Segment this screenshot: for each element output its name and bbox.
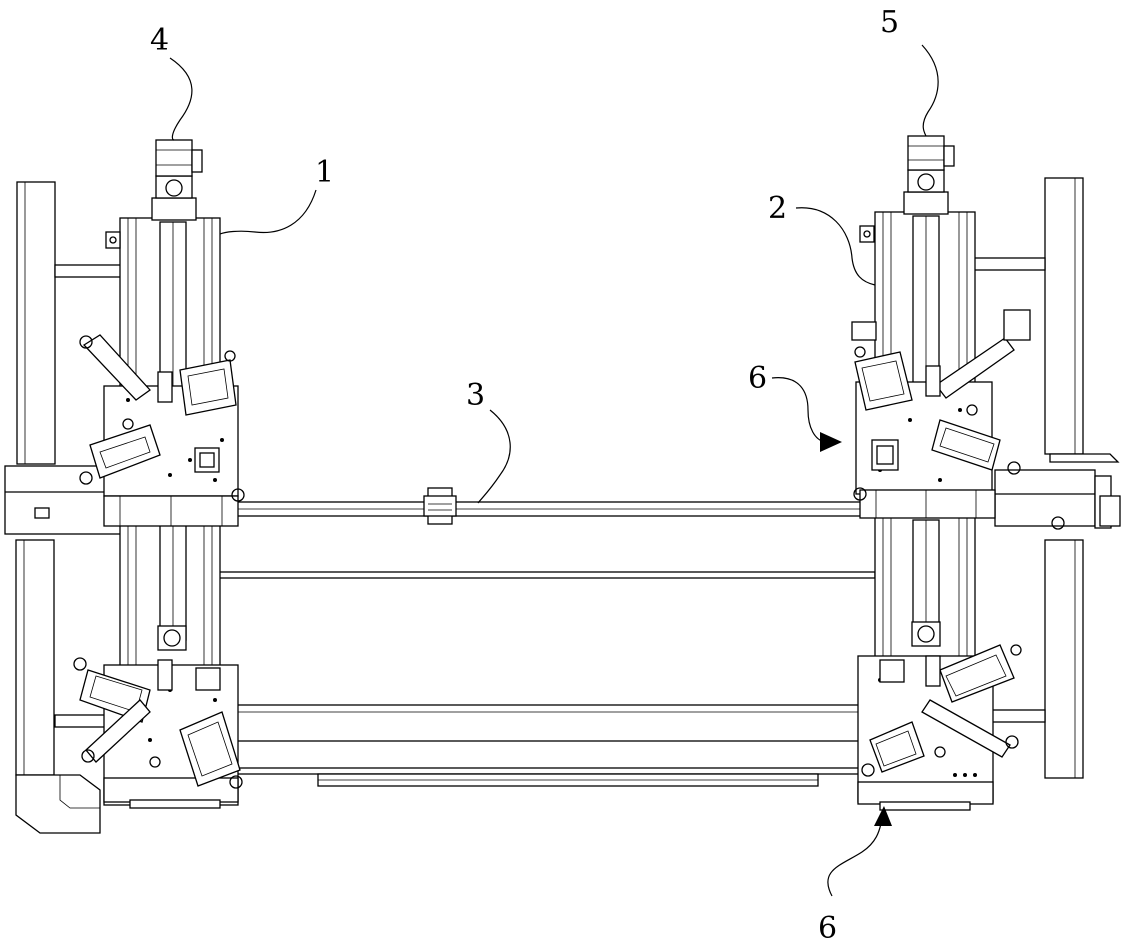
label-5: 5: [880, 5, 899, 40]
label-1: 1: [315, 155, 334, 190]
leader-2: [795, 207, 876, 286]
leader-1: [219, 189, 317, 235]
leader-3: [477, 409, 511, 504]
right-outer-legs: [971, 177, 1121, 779]
arrow-6b: [874, 806, 892, 826]
leader-6a: [771, 377, 826, 443]
right-lower-head: [857, 644, 1022, 811]
right-upper-head: [853, 309, 1031, 519]
leader-lines: [169, 44, 939, 897]
leader-6b: [827, 819, 883, 897]
label-2: 2: [768, 191, 787, 226]
label-3: 3: [466, 378, 485, 413]
label-6b: 6: [818, 911, 837, 946]
label-4: 4: [150, 23, 169, 58]
arrow-6a: [820, 432, 842, 452]
rail-clamp: [423, 487, 457, 525]
label-6a: 6: [748, 361, 767, 396]
left-upper-head: [79, 334, 245, 527]
center-rails: [214, 501, 876, 787]
left-lower-head: [73, 657, 243, 809]
leader-4: [169, 57, 193, 141]
leader-5: [921, 44, 939, 137]
callout-labels: 4 5 1 2 3 6 6: [150, 5, 899, 946]
